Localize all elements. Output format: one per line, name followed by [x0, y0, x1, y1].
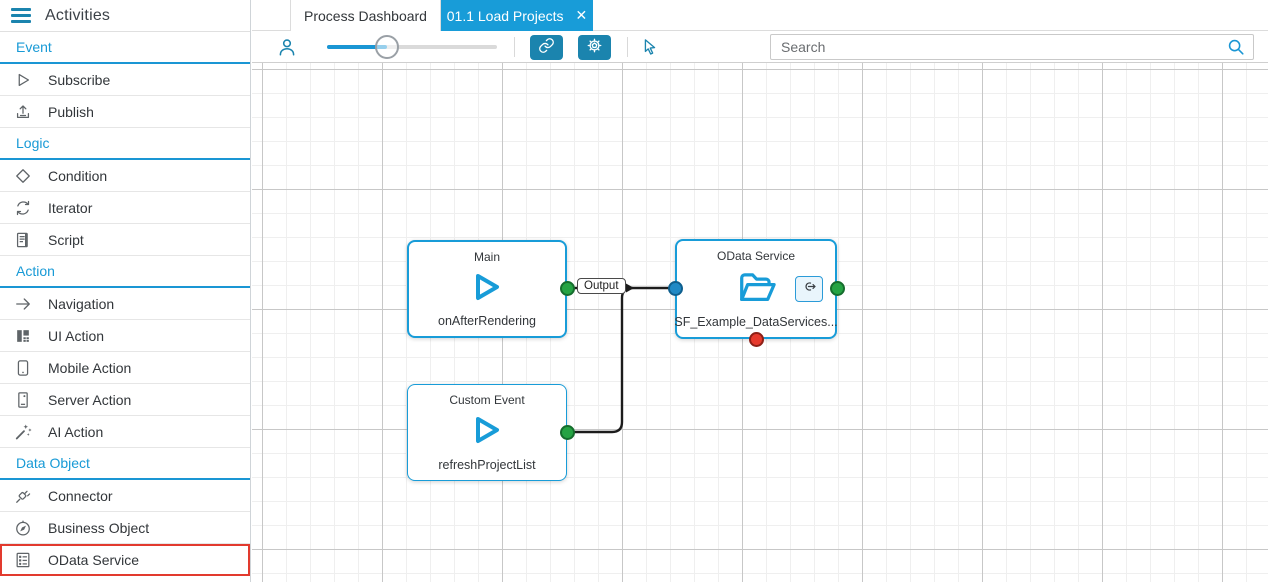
sidebar-header: Activities: [0, 0, 250, 32]
sidebar-item-label: Connector: [48, 487, 113, 504]
ui-action-icon: [13, 326, 33, 346]
connector-icon: [13, 486, 33, 506]
publish-icon: [13, 102, 33, 122]
navigation-icon: [13, 294, 33, 314]
close-icon[interactable]: ✕: [575, 7, 588, 23]
node-label: refreshProjectList: [438, 458, 536, 472]
sidebar-section-action: Action: [0, 256, 250, 288]
sidebar-item-label: Publish: [48, 103, 94, 120]
server-action-icon: [13, 390, 33, 410]
sidebar-item-label: Server Action: [48, 391, 132, 408]
node-title: OData Service: [716, 249, 796, 263]
business-object-icon: [13, 518, 33, 538]
odata-service-icon: [13, 550, 33, 570]
sidebar-item-ai-action[interactable]: AI Action: [0, 416, 250, 448]
sidebar-item-label: OData Service: [48, 551, 140, 568]
hamburger-menu-icon[interactable]: [11, 8, 31, 23]
sidebar-item-label: AI Action: [48, 423, 104, 440]
tab-load-projects[interactable]: 01.1 Load Projects ✕: [441, 0, 593, 31]
node-title: Custom Event: [449, 393, 525, 407]
node-title: Main: [473, 250, 500, 264]
port-odata-input[interactable]: [668, 281, 683, 296]
edge-custom-to-odata: [565, 286, 634, 434]
mobile-action-icon: [13, 358, 33, 378]
sidebar-title: Activities: [45, 6, 111, 24]
tab-label: 01.1 Load Projects: [446, 7, 564, 24]
sidebar-item-server-action[interactable]: Server Action: [0, 384, 250, 416]
sidebar-item-connector[interactable]: Connector: [0, 480, 250, 512]
node-main[interactable]: Main onAfterRendering: [407, 240, 567, 338]
sidebar-item-mobile-action[interactable]: Mobile Action: [0, 352, 250, 384]
subscribe-icon: [13, 70, 33, 90]
port-main-output[interactable]: [560, 281, 575, 296]
open-folder-icon: [733, 267, 779, 312]
sidebar-item-navigation[interactable]: Navigation: [0, 288, 250, 320]
zoom-slider-fill: [327, 45, 387, 49]
node-label: SF_Example_DataServices...: [674, 315, 838, 329]
user-icon[interactable]: [276, 36, 298, 58]
edge-label-output[interactable]: Output: [577, 278, 626, 294]
tab-bar: Process Dashboard 01.1 Load Projects ✕: [252, 0, 1268, 31]
sidebar-item-label: Mobile Action: [48, 359, 132, 376]
sidebar-item-script[interactable]: Script: [0, 224, 250, 256]
sidebar-item-label: Subscribe: [48, 71, 111, 88]
edge-arrowhead: [626, 283, 634, 293]
sidebar-item-label: Navigation: [48, 295, 115, 312]
port-odata-error[interactable]: [749, 332, 764, 347]
toolbar-divider: [514, 37, 515, 57]
sidebar-item-publish[interactable]: Publish: [0, 96, 250, 128]
play-icon: [469, 413, 505, 452]
sidebar-item-ui-action[interactable]: UI Action: [0, 320, 250, 352]
sidebar-section-data-object: Data Object: [0, 448, 250, 480]
script-icon: [13, 230, 33, 250]
sidebar-item-label: Condition: [48, 167, 108, 184]
section-label: Action: [16, 263, 55, 279]
sidebar-item-label: Business Object: [48, 519, 150, 536]
sidebar-item-label: Script: [48, 231, 84, 248]
search-box: [770, 34, 1254, 60]
sidebar-item-subscribe[interactable]: Subscribe: [0, 64, 250, 96]
zoom-slider[interactable]: [327, 35, 497, 59]
sidebar-item-condition[interactable]: Condition: [0, 160, 250, 192]
sidebar-section-logic: Logic: [0, 128, 250, 160]
zoom-slider-handle[interactable]: [375, 35, 399, 59]
link-icon: [538, 37, 555, 59]
settings-button[interactable]: [578, 35, 611, 60]
node-body: [683, 267, 829, 312]
ai-action-icon: [13, 422, 33, 442]
exit-arrow-icon: [801, 278, 818, 300]
search-input[interactable]: [771, 39, 1225, 55]
canvas-toolbar: [252, 31, 1268, 63]
node-odata-service[interactable]: OData Service SF_Example_DataServices...: [674, 239, 838, 339]
tab-process-dashboard[interactable]: Process Dashboard: [290, 0, 441, 31]
process-canvas[interactable]: Main onAfterRendering Custom Event refre…: [252, 63, 1268, 582]
section-label: Logic: [16, 135, 50, 151]
search-icon[interactable]: [1225, 36, 1247, 58]
link-mode-button[interactable]: [530, 35, 563, 60]
sidebar-item-iterator[interactable]: Iterator: [0, 192, 250, 224]
section-label: Data Object: [16, 455, 90, 471]
port-custom-event-output[interactable]: [560, 425, 575, 440]
play-icon: [469, 270, 505, 309]
activities-sidebar: Activities Event Subscribe Publish Logic: [0, 0, 251, 582]
cursor-select-tool[interactable]: [640, 37, 660, 57]
gear-icon: [586, 37, 603, 59]
sidebar-item-business-object[interactable]: Business Object: [0, 512, 250, 544]
open-service-button[interactable]: [795, 276, 823, 302]
toolbar-divider: [627, 37, 628, 57]
tab-label: Process Dashboard: [304, 7, 427, 24]
section-label: Event: [16, 39, 52, 55]
sidebar-item-odata-service[interactable]: OData Service: [0, 544, 250, 576]
port-odata-output[interactable]: [830, 281, 845, 296]
node-custom-event[interactable]: Custom Event refreshProjectList: [407, 384, 567, 481]
node-label: onAfterRendering: [438, 314, 536, 328]
condition-icon: [13, 166, 33, 186]
sidebar-item-label: UI Action: [48, 327, 105, 344]
sidebar-section-event: Event: [0, 32, 250, 64]
iterator-icon: [13, 198, 33, 218]
sidebar-item-label: Iterator: [48, 199, 93, 216]
